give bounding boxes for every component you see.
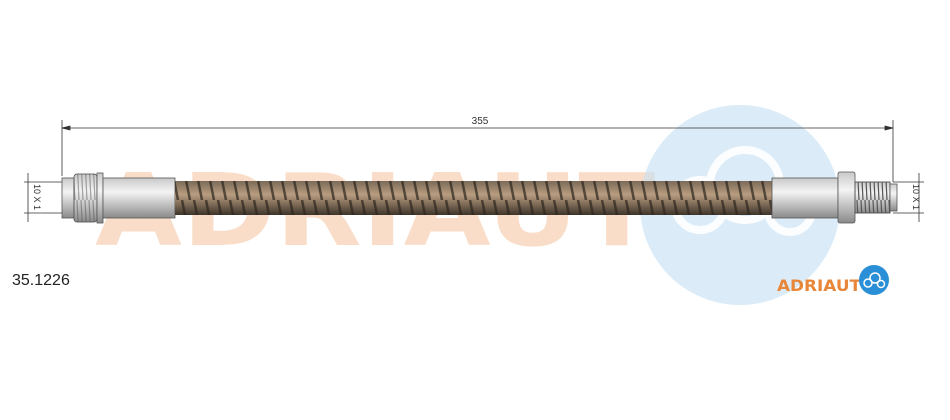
left-fitting bbox=[61, 172, 176, 224]
right-thread-dimension bbox=[893, 173, 924, 222]
left-thread-dimension bbox=[24, 173, 62, 222]
left-thread-label: 10 X 1 bbox=[32, 184, 42, 210]
right-fitting bbox=[771, 171, 898, 224]
brand-name: ADRIAUT bbox=[777, 276, 861, 295]
length-dimension bbox=[61, 120, 894, 182]
part-number: 35.1226 bbox=[12, 272, 70, 289]
brand-logo-icon bbox=[859, 265, 889, 295]
braided-hose bbox=[175, 181, 772, 215]
length-label: 355 bbox=[472, 116, 489, 127]
right-thread-label: 10 X 1 bbox=[911, 184, 921, 210]
brand-logo: ADRIAUT bbox=[777, 265, 889, 295]
